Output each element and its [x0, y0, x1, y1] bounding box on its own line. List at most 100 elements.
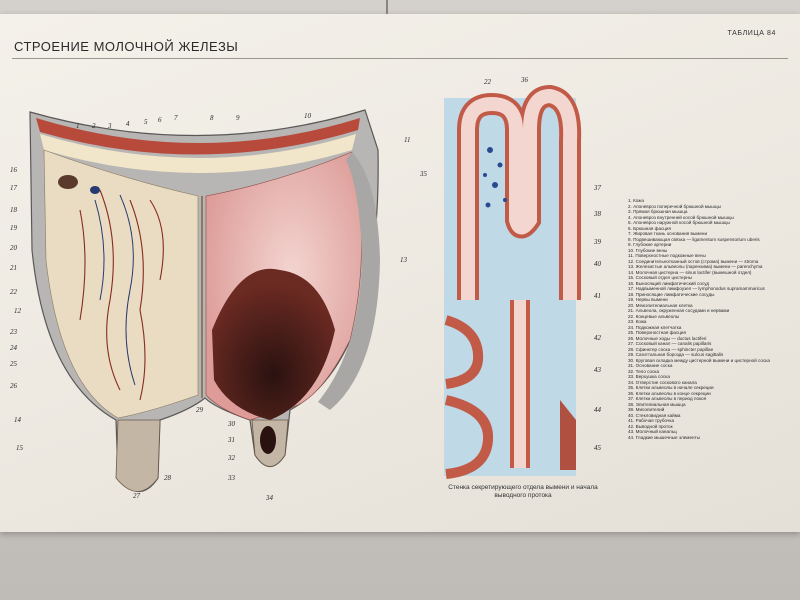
udder-cross-section	[29, 109, 380, 493]
callout-19: 19	[10, 224, 18, 232]
callout-9: 9	[236, 114, 240, 122]
legend-item: 44. Гладкие мышечные элементы	[628, 434, 700, 440]
callout-32: 32	[227, 454, 236, 462]
teat-cistern	[260, 426, 276, 454]
legend-item: 3. Прямая брюшная мышца	[628, 209, 688, 214]
legend-item: 20. Межэпителиальная клетка	[628, 302, 693, 308]
alveolus-section	[444, 84, 582, 479]
adjacent-alveolus-1	[444, 315, 484, 389]
title-divider	[12, 58, 788, 59]
legend-item: 12. Соединительнотканный остов (строма) …	[628, 258, 759, 264]
table-number: ТАБЛИЦА 84	[727, 30, 776, 37]
callout-r-37: 37	[593, 184, 602, 192]
callout-11: 11	[404, 136, 410, 144]
blood-vessels	[79, 189, 164, 401]
callout-27: 27	[133, 492, 141, 500]
legend-item: 30. Круговая складка между цистерной вым…	[628, 357, 770, 363]
legend-item: 28. Сфинктер соска — sphincter papillae	[628, 346, 714, 352]
callout-18: 18	[10, 206, 18, 214]
callout-r-36: 36	[520, 76, 529, 84]
skin-layer	[36, 118, 360, 155]
legend-item: 4. Апоневроз внутренней косой брюшной мы…	[628, 214, 734, 220]
callout-4: 4	[126, 120, 130, 128]
callout-10: 10	[304, 112, 312, 120]
legend-item: 25. Поверхностная фасция	[628, 330, 686, 335]
callout-14: 14	[14, 416, 22, 424]
legend-item: 22. Концевые альвеолы	[628, 313, 680, 319]
callout-r-40: 40	[594, 260, 602, 268]
secretion-droplets	[483, 147, 507, 208]
callout-13: 13	[400, 256, 408, 264]
smooth-muscle	[560, 400, 576, 470]
callout-26: 26	[10, 382, 18, 390]
legend-item: 10. Глубокие вены	[628, 247, 668, 253]
callout-r-43: 43	[594, 366, 602, 374]
side-wall	[318, 152, 380, 410]
callout-22: 22	[10, 288, 18, 296]
legend-item: 13. Железистые альвеолы (паренхима) выме…	[628, 264, 763, 269]
callout-12: 12	[14, 307, 22, 315]
callout-5: 5	[144, 118, 148, 126]
callout-r-41: 41	[594, 292, 601, 300]
legend-item: 1. Кожа	[628, 198, 644, 203]
legend-item: 38. Эпителиальная мышца	[628, 401, 686, 407]
legend-item: 18. Приносящие лимфатические сосуды	[628, 291, 715, 297]
legend-item: 16. Выносящий лимфатический сосуд	[628, 280, 710, 286]
callout-2: 2	[92, 122, 96, 130]
epithelium	[461, 88, 578, 300]
callout-3: 3	[107, 122, 112, 130]
legend-item: 15. Сосковый отдел цистерны	[628, 275, 692, 280]
legend-item: 11. Поверхностные подкожные вены	[628, 253, 706, 258]
callout-21: 21	[10, 264, 17, 272]
legend-item: 8. Подвешивающая связка — ligamentum sus…	[628, 236, 760, 242]
section-caption: Стенка секретирующего отдела вымени и на…	[448, 484, 598, 499]
callout-30: 30	[227, 420, 236, 428]
left-teat	[115, 419, 161, 492]
legend-item: 34. Отверстие соскового канала	[628, 379, 697, 385]
fat-layer	[40, 134, 356, 173]
callout-r-44: 44	[594, 406, 602, 414]
legend-item: 32. Тело соска	[628, 368, 660, 374]
callout-29: 29	[196, 406, 204, 414]
legend-item: 40. Стекловидная кайма	[628, 412, 681, 418]
legend-item: 17. Надвыменной лимфоузел — lymphonodus …	[628, 286, 765, 291]
legend-item: 26. Молочные ходы — ductus lactiferi	[628, 335, 707, 341]
legend-item: 2. Апоневроз поперечной брюшной мышцы	[628, 203, 721, 209]
legend-item: 5. Апоневроз наружной косой брюшной мышц…	[628, 220, 730, 225]
callout-20: 20	[10, 244, 18, 252]
legend-item: 36. Клетки альвеолы в конце секреции	[628, 390, 711, 396]
legend-item: 41. Рабочая трубочка	[628, 418, 675, 423]
lymph-node	[58, 175, 78, 189]
legend-item: 31. Основание соска	[628, 363, 673, 368]
legend-item: 43. Молочный канальц	[628, 429, 677, 434]
callout-25: 25	[10, 360, 18, 368]
legend-item: 39. Миоэпителий	[628, 407, 665, 412]
secretion-region	[212, 268, 335, 420]
legend-item: 27. Сосковый канал — canalis papillaris	[628, 341, 712, 346]
legend-item: 21. Альвеола, окруженная сосудами и нерв…	[628, 308, 730, 313]
callout-23: 23	[10, 328, 18, 336]
callout-r-42: 42	[594, 334, 602, 342]
callout-34: 34	[265, 494, 274, 502]
legend-item: 14. Молочная цистерна — sinus lactifer (…	[628, 269, 752, 275]
right-callouts: 22 36 35 37 38 39 40 41 42 43 44 45	[419, 76, 602, 452]
callout-15: 15	[16, 444, 24, 452]
legend-item: 23. Кожа	[628, 319, 647, 324]
poster-title: СТРОЕНИЕ МОЛОЧНОЙ ЖЕЛЕЗЫ	[14, 39, 239, 54]
callout-r-39: 39	[593, 238, 602, 246]
callout-r-45: 45	[594, 444, 602, 452]
callout-r-35: 35	[419, 170, 428, 178]
legend-item: 35. Клетки альвеолы в начале секреции	[628, 385, 714, 390]
callout-16: 16	[10, 166, 18, 174]
legend-item: 19. Нервы вымени	[628, 297, 668, 302]
legend-item: 33. Верхушка соска	[628, 374, 670, 379]
vessel-cross-section	[90, 186, 100, 194]
callout-31: 31	[227, 436, 235, 444]
callout-17: 17	[10, 184, 18, 192]
callout-r-22: 22	[484, 78, 492, 86]
callout-24: 24	[10, 344, 18, 352]
callout-6: 6	[158, 116, 162, 124]
legend-item: 24. Подкожная клетчатка	[628, 324, 682, 330]
callout-8: 8	[210, 114, 214, 122]
